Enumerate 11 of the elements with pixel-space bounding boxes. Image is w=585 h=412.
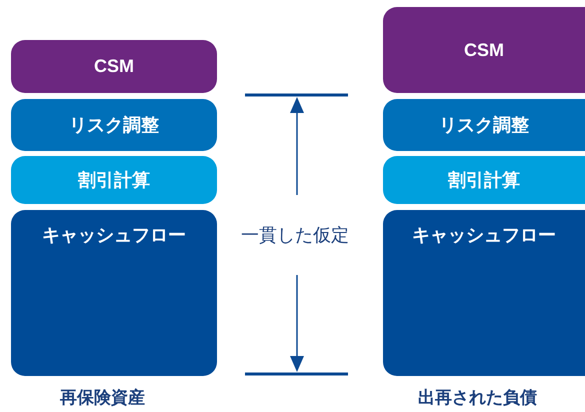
discounting-box: 割引計算 [11,156,217,204]
assumption-label: 一貫した仮定 [241,224,349,247]
risk-adjustment-box: リスク調整 [383,99,585,151]
discounting-box: 割引計算 [383,156,585,204]
csm-box: CSM [11,40,217,93]
cash-flow-box: キャッシュフロー [11,210,217,376]
caption: 出再された負債 [418,387,537,409]
risk-adjustment-box: リスク調整 [11,99,217,151]
caption: 再保険資産 [60,387,145,409]
cash-flow-box: キャッシュフロー [383,210,585,376]
csm-box: CSM [383,7,585,93]
